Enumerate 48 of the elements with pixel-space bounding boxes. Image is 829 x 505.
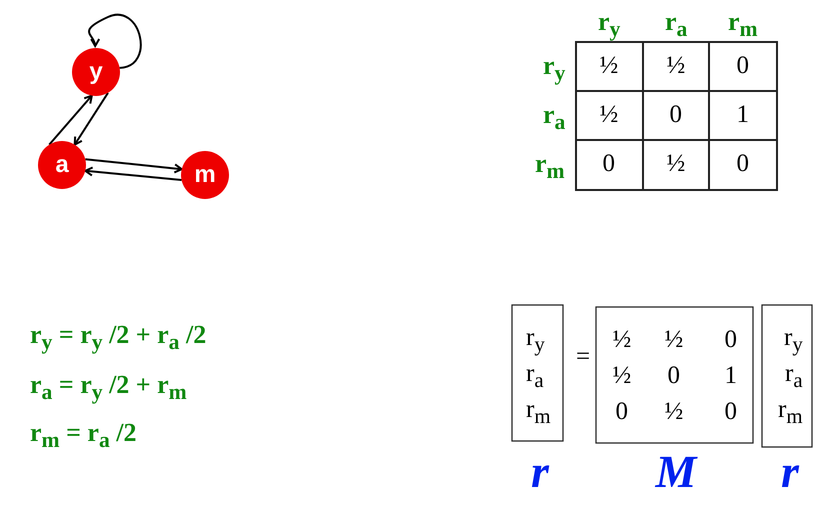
- vector-entry: r$_{y}$: [784, 325, 803, 355]
- node-label: y: [89, 58, 103, 86]
- equals-sign: =: [576, 344, 590, 369]
- arrow: [84, 166, 182, 181]
- matrix-entry: ½: [664, 399, 684, 424]
- arrow: [48, 94, 93, 146]
- table-value: 0: [736, 53, 749, 78]
- graph-node: [181, 151, 229, 199]
- arrow: [88, 14, 142, 69]
- column-header: r$_{y}$: [598, 9, 620, 41]
- table-value: ½: [600, 102, 618, 127]
- vector-entry: r$_{y}$: [526, 325, 545, 355]
- graph-node: [72, 48, 120, 96]
- vector-symbol: r: [781, 449, 799, 495]
- vector-symbol: r: [531, 449, 549, 495]
- matrix-entry: 1: [724, 363, 737, 388]
- matrix-entry: 0: [724, 399, 737, 424]
- node-label: m: [194, 161, 216, 189]
- matrix-entry: 0: [668, 363, 680, 388]
- matrix-entry: 0: [616, 399, 628, 424]
- matrix-symbol: M: [656, 449, 696, 495]
- matrix-entry: ½: [664, 327, 684, 352]
- arrow: [85, 158, 183, 174]
- vector-entry: r$_{a}$: [785, 361, 803, 391]
- equation: r$_{a}$ = r$_{y}$ /2 + r$_{m}$: [30, 372, 187, 404]
- table-value: ½: [666, 151, 686, 176]
- equation: r$_{y}$ = r$_{y}$ /2 + r$_{a}$ /2: [30, 322, 206, 354]
- row-header: r$_{a}$: [543, 102, 566, 134]
- table-value: ½: [666, 53, 686, 78]
- equation: r$_{m}$ = r$_{a}$ /2: [30, 420, 137, 452]
- node-label: a: [55, 151, 69, 179]
- vector-entry: r$_{a}$: [526, 361, 544, 391]
- column-header: r$_{a}$: [665, 9, 688, 41]
- matrix-entry: ½: [612, 363, 632, 388]
- table-value: 0: [736, 151, 749, 176]
- table-value: 0: [670, 102, 682, 127]
- vector-entry: r$_{m}$: [526, 397, 551, 427]
- row-header: r$_{y}$: [543, 53, 566, 85]
- graph-node: [38, 141, 86, 189]
- column-header: r$_{m}$: [728, 9, 758, 41]
- vector-entry: r$_{m}$: [778, 397, 803, 427]
- arrow: [74, 92, 109, 146]
- matrix-entry: ½: [612, 327, 632, 352]
- table-value: ½: [600, 53, 618, 78]
- matrix-entry: 0: [724, 327, 737, 352]
- table-value: 1: [736, 102, 749, 127]
- table-value: 0: [602, 151, 615, 176]
- row-header: r$_{m}$: [535, 151, 565, 183]
